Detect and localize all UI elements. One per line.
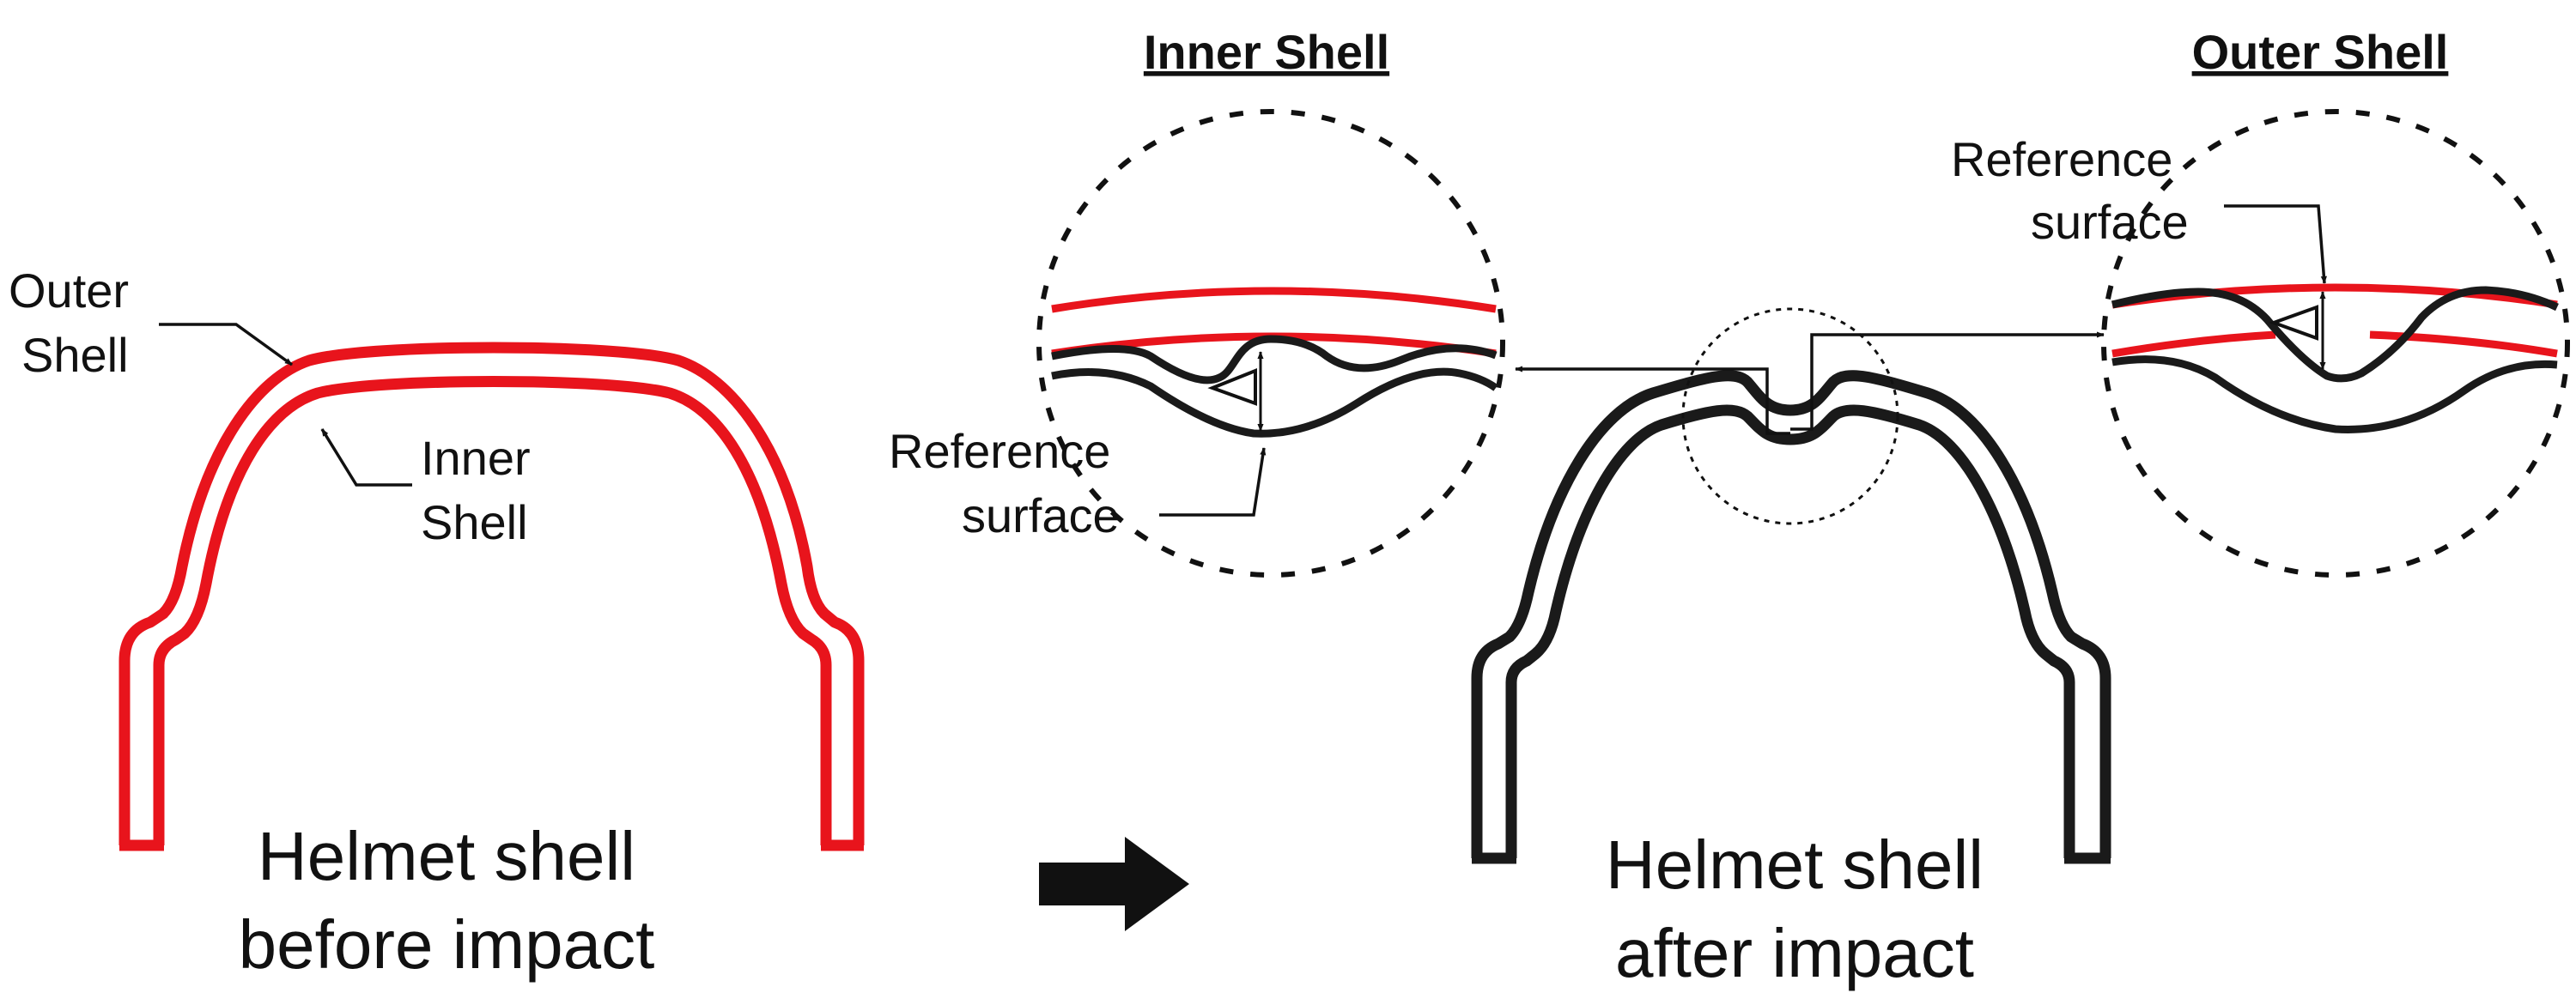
- outer-shell-leader-arrow: [159, 323, 294, 366]
- transition-arrow-icon: [1039, 837, 1189, 931]
- outer-detail-deformed-lower: [2111, 355, 2558, 433]
- inner-detail-delta-icon: [1207, 368, 1257, 406]
- outer-detail-dashed-circle: [2101, 109, 2570, 578]
- inner-shell-label-line1: Inner: [421, 431, 531, 485]
- impact-zone-circle: [1681, 307, 1899, 525]
- outer-shell-label-line2: Shell: [21, 328, 129, 382]
- helmet-before-outer-shell: [118, 342, 865, 845]
- inner-detail-deformed-upper: [1051, 335, 1498, 384]
- helmet-before-inner-shell: [153, 376, 832, 845]
- outer-detail-reference-lower-left: [2111, 330, 2276, 358]
- before-caption-line2: before impact: [239, 906, 655, 983]
- inner-shell-label-line2: Shell: [421, 495, 528, 549]
- inner-detail-dashed-circle: [1036, 109, 1505, 578]
- helmet-after-inner-shell: [1505, 404, 2075, 858]
- before-caption-line1: Helmet shell: [258, 818, 635, 894]
- outer-detail-ref-line2: surface: [2031, 195, 2189, 249]
- inner-detail-deformed-lower: [1051, 367, 1498, 438]
- helmet-before-group: Outer Shell Inner Shell Helmet shell bef…: [9, 263, 865, 983]
- inner-detail-ref-line2: surface: [962, 488, 1120, 542]
- after-caption-line1: Helmet shell: [1606, 826, 1984, 903]
- helmet-after-outer-shell: [1471, 370, 2111, 858]
- outer-detail-ref-leader: [2224, 204, 2327, 284]
- outer-detail-deformed-upper: [2111, 286, 2559, 383]
- leader-to-inner-detail: [1515, 366, 1790, 435]
- outer-shell-label-line1: Outer: [9, 263, 129, 318]
- inner-shell-leader-arrow: [320, 428, 412, 487]
- outer-detail-reference-lower-right: [2369, 330, 2558, 358]
- helmet-after-group: Helmet shell after impact: [1471, 307, 2111, 991]
- outer-detail-heading: Outer Shell: [2192, 25, 2449, 79]
- outer-detail-delta-icon: [2269, 305, 2318, 341]
- after-caption-line2: after impact: [1615, 915, 1974, 991]
- inner-detail-ref-leader: [1159, 447, 1267, 517]
- leader-to-outer-detail: [1790, 331, 2105, 431]
- inner-detail-reference-upper: [1051, 287, 1497, 313]
- outer-detail-ref-line1: Reference: [1951, 132, 2172, 186]
- inner-shell-detail: Inner Shell Reference surface: [889, 25, 1505, 578]
- outer-shell-detail: Outer Shell Reference surface: [1951, 25, 2570, 578]
- inner-detail-ref-line1: Reference: [889, 424, 1110, 478]
- inner-detail-heading: Inner Shell: [1144, 25, 1389, 79]
